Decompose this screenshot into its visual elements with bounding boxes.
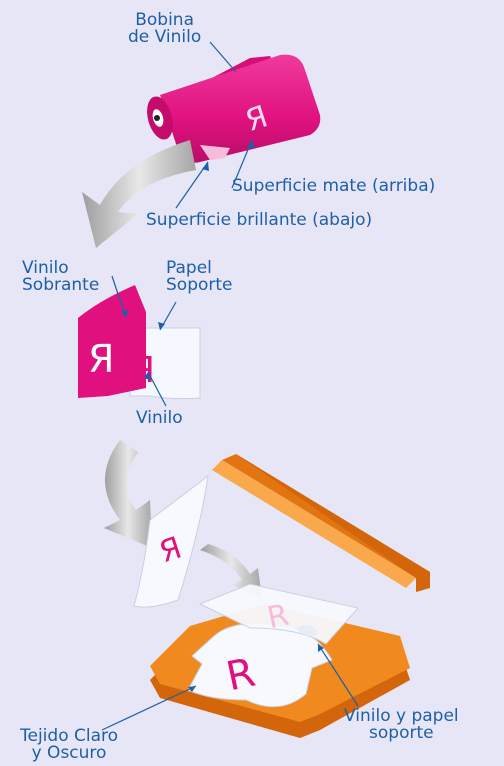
label-tejido: Tejido Claro y Oscuro (20, 726, 119, 763)
arrow-2 (104, 440, 152, 548)
label-bobina: Bobina de Vinilo (128, 10, 202, 47)
transfer-sheet: Я (133, 474, 209, 608)
vinyl-carrier-sheet: R (198, 583, 359, 645)
label-superficie-mate: Superficie mate (arriba) (232, 176, 436, 196)
label-vinilo: Vinilo (136, 408, 183, 428)
weeding-sheet: Я Я (78, 285, 201, 400)
label-papel-soporte: Papel Soporte (166, 258, 233, 295)
label-vinilo-papel: Vinilo y papel soporte (344, 706, 459, 743)
vinyl-roll: Я (147, 54, 321, 163)
heat-press-top (212, 454, 430, 592)
arrow-1 (82, 140, 196, 248)
label-superficie-brillante: Superficie brillante (abajo) (146, 210, 373, 230)
arrow-3 (200, 544, 262, 598)
vinyl-glyph: Я (130, 350, 155, 391)
leader-arrowheads (121, 140, 324, 692)
label-vinilo-sobrante: Vinilo Sobrante (22, 258, 100, 295)
leader-lines (101, 41, 359, 731)
fabric: R (187, 623, 333, 708)
sobrante-glyph: Я (88, 337, 114, 381)
